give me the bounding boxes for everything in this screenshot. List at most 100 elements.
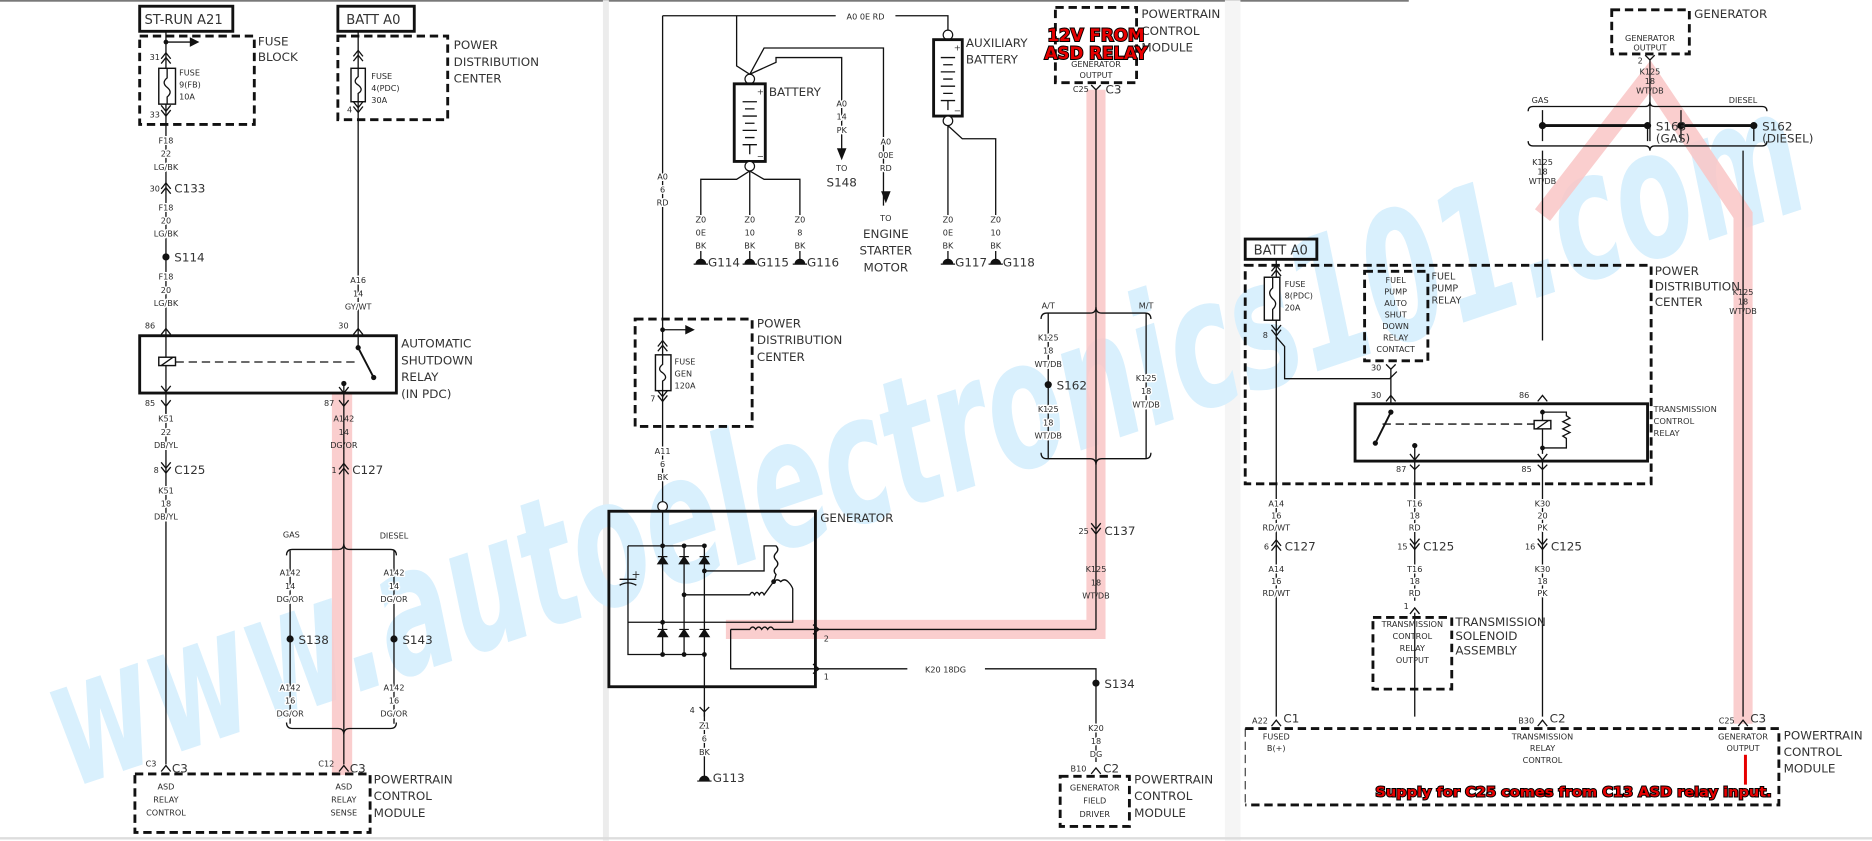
label-line: FUSE	[179, 67, 200, 77]
label-line: A142	[280, 568, 301, 578]
label-line: WT/DB	[1034, 430, 1062, 440]
pin-label: 2	[1638, 56, 1643, 66]
fuse-block-box	[138, 34, 256, 126]
label-line: MODULE	[1141, 41, 1193, 55]
svg-text:−: −	[954, 106, 961, 116]
label-line: 30A	[371, 95, 387, 105]
label-line: DB/YL	[154, 440, 178, 450]
label-line: RELAY	[1383, 333, 1408, 343]
connector-c137: C137	[1104, 524, 1135, 538]
label-line: DISTRIBUTION	[757, 333, 842, 347]
label-line: T16	[1406, 564, 1422, 574]
splice-s138	[286, 635, 294, 643]
panel-divider	[1224, 0, 1241, 841]
pin-label: 4	[347, 104, 352, 114]
annotation-12v: 12V FROM	[1047, 25, 1144, 45]
label-line: SHUTDOWN	[401, 353, 473, 367]
connector-c127: C127	[352, 463, 383, 477]
label-line: 16	[285, 695, 295, 705]
label-line: K20	[1088, 723, 1104, 733]
label-line: Z0	[943, 214, 954, 224]
label-line: GEN	[675, 368, 692, 378]
label-line: A0	[836, 99, 847, 109]
panel-divider	[602, 0, 609, 841]
pin-label: 87	[1396, 464, 1406, 474]
label-line: CONTROL	[1784, 745, 1843, 759]
label-line: RELAY	[1530, 743, 1555, 753]
label-line: BLOCK	[258, 50, 299, 64]
ground-label: G117	[955, 255, 987, 269]
pcm-box	[133, 772, 372, 834]
wire-label: K20 18DG	[925, 664, 966, 674]
connector-c3: C3	[172, 762, 188, 776]
highlight-path	[331, 393, 353, 776]
connector-c133: C133	[174, 181, 205, 195]
pcm-box	[1245, 727, 1781, 807]
solenoid-box	[1371, 616, 1454, 691]
label-line: AUTO	[1384, 298, 1407, 308]
pin-label: 85	[145, 398, 155, 408]
label-line: DISTRIBUTION	[1655, 279, 1740, 293]
splice-label: S162	[1057, 378, 1087, 392]
label-line: RD/WT	[1262, 588, 1290, 598]
label-line: K125	[1038, 404, 1059, 414]
label-line: K30	[1535, 498, 1551, 508]
field-winding-icon	[729, 626, 816, 670]
label-line: RELAY	[1400, 643, 1425, 653]
splice-label: S163(GAS)	[1656, 119, 1690, 145]
label-line: FUEL	[1386, 275, 1407, 285]
pdc-box	[633, 317, 754, 428]
bracket	[1040, 452, 1152, 465]
label-line: GENERATOR	[1070, 783, 1120, 793]
pdc-box	[336, 34, 450, 122]
label-line: 18	[1091, 577, 1101, 587]
pin-label: C25	[1719, 716, 1735, 726]
label-line: RELAY	[1654, 428, 1681, 438]
connector-c2: C2	[1103, 762, 1119, 776]
label-line: BK	[794, 241, 806, 251]
label-line: FUEL	[1431, 272, 1456, 283]
label-line: PK	[1537, 588, 1548, 598]
to-s148-label: S148	[827, 176, 857, 190]
bracket	[1527, 141, 1768, 151]
label-line: A0	[880, 137, 891, 147]
label-line: 18	[1043, 346, 1053, 356]
label-line: 20A	[1285, 303, 1301, 313]
splice-s114	[162, 253, 170, 261]
connector-c2: C2	[1550, 712, 1566, 726]
label-line: 6	[702, 734, 707, 744]
pin-label: 4	[690, 705, 695, 715]
generator-box	[1610, 8, 1691, 56]
label-line: A16	[350, 275, 366, 285]
label-line: 8(PDC)	[1285, 291, 1313, 301]
connector-pin: 15	[1397, 541, 1407, 551]
connector-c3: C3	[1750, 712, 1766, 726]
label-line: Z0	[795, 214, 806, 224]
pin-label: B10	[1071, 764, 1087, 774]
label-line: STARTER	[860, 244, 913, 258]
connector-c125: C125	[1423, 540, 1454, 554]
batt-box	[1243, 237, 1319, 261]
label-line: Z0	[744, 214, 755, 224]
label-line: S163	[1656, 119, 1686, 133]
label-line: 8	[797, 227, 802, 237]
label-line: CENTER	[454, 72, 502, 86]
label-line: A0	[657, 171, 668, 181]
